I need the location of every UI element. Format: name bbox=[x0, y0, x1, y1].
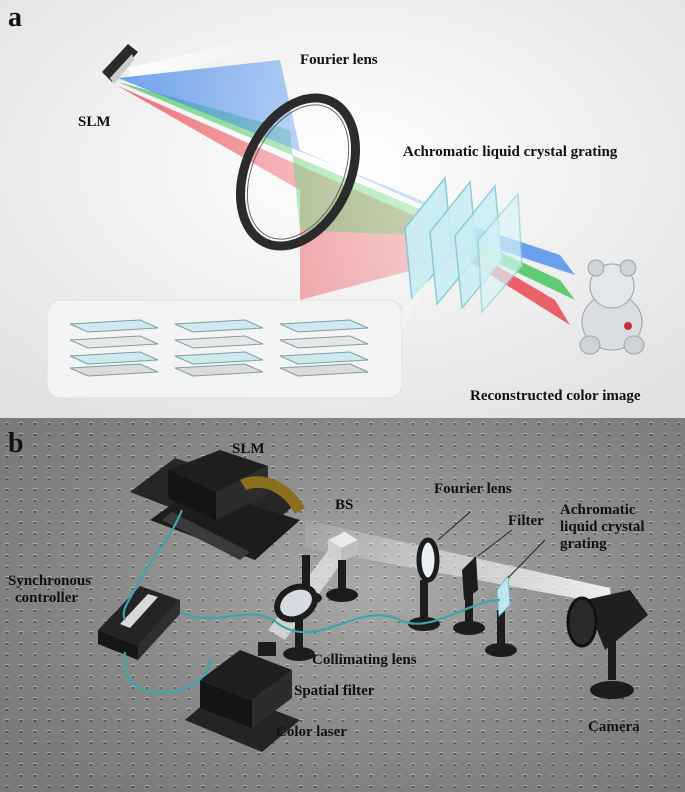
panel-b-slm-label: SLM bbox=[232, 441, 265, 457]
panel-a-inset-box bbox=[46, 278, 430, 399]
inset-stack-2 bbox=[174, 319, 264, 377]
panel-b-grating-label-1: Achromatic bbox=[560, 502, 636, 518]
panel-b-camera bbox=[566, 590, 648, 699]
panel-b-beam-slm-to-camera bbox=[305, 520, 612, 605]
panel-a-blue-beam bbox=[118, 60, 470, 226]
panel-b-color-laser-label: Color laser bbox=[276, 724, 347, 740]
panel-b-leader-lines bbox=[437, 511, 546, 579]
panel-b-letter: b bbox=[8, 428, 24, 459]
panel-b-slm-stage bbox=[130, 450, 305, 560]
panel-b-beam-splitter bbox=[328, 532, 358, 562]
panel-a-reconstructed-label: Reconstructed color image bbox=[470, 388, 641, 404]
panel-b-grating-label-3: grating bbox=[560, 536, 607, 552]
panel-b-collimating-lens bbox=[274, 583, 318, 623]
panel-a-green-beam bbox=[118, 82, 470, 238]
panel-b-sync-label-2: controller bbox=[15, 590, 79, 606]
panel-b-sync-controller bbox=[98, 586, 180, 660]
panel-b-collimating-label: Collimating lens bbox=[312, 652, 417, 668]
panel-a-fourier-lens-label: Fourier lens bbox=[300, 52, 378, 68]
panel-a-slm-label: SLM bbox=[78, 114, 111, 130]
panel-a-slm-device bbox=[102, 44, 138, 84]
panel-a-letter: a bbox=[8, 2, 22, 33]
panel-b-bs-label: BS bbox=[335, 497, 354, 513]
panel-b-grating bbox=[496, 574, 511, 618]
panel-b-sync-label-1: Synchronous bbox=[8, 573, 92, 589]
panel-a-red-beam bbox=[118, 86, 470, 300]
panel-a-fourier-lens bbox=[235, 93, 361, 251]
panel-b-fourier-lens-label: Fourier lens bbox=[434, 481, 512, 497]
panel-a-grating-label: Achromatic liquid crystal grating bbox=[403, 144, 618, 160]
inset-stack-1 bbox=[69, 319, 159, 377]
panel-b-spatial-filter-label: Spatial filter bbox=[294, 683, 375, 699]
panel-b-filter bbox=[462, 556, 478, 600]
panel-b-filter-label: Filter bbox=[508, 513, 544, 529]
panel-b-color-laser bbox=[185, 642, 300, 752]
panel-b-cables bbox=[122, 509, 501, 694]
panel-b-grating-label-2: liquid crystal bbox=[560, 519, 645, 535]
panel-b-camera-label: Camera bbox=[588, 719, 640, 735]
panel-a-lc-grating bbox=[404, 176, 523, 314]
panel-a-reconstructed-bear bbox=[579, 259, 645, 355]
panel-b-fourier-lens bbox=[416, 537, 440, 583]
inset-stack-3 bbox=[279, 319, 369, 377]
